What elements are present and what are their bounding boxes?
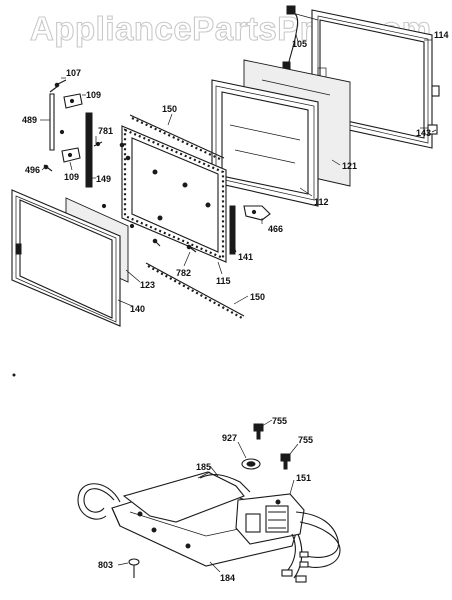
- callout-150-bottom: 150: [250, 292, 265, 302]
- part-149-rod: [85, 112, 93, 188]
- stray-dot: [12, 373, 16, 377]
- part-755-screw-left: [253, 419, 273, 440]
- callout-496: 496: [25, 165, 40, 175]
- leader-lines-upper: [40, 33, 437, 307]
- callout-150-top: 150: [162, 104, 177, 114]
- part-140-outer-door: [11, 189, 121, 327]
- callout-755-left: 755: [272, 416, 287, 426]
- callout-121: 121: [342, 161, 357, 171]
- part-115-door-frame: [119, 125, 227, 263]
- part-107-screw: [54, 79, 67, 88]
- part-109-lower-bracket: [61, 147, 81, 163]
- part-927-grommet: [237, 441, 261, 470]
- part-150-gasket-top: [129, 114, 225, 161]
- part-151-switch-assembly: [235, 493, 341, 583]
- callout-782: 782: [176, 268, 191, 278]
- callout-185: 185: [196, 462, 211, 472]
- callout-109-lower: 109: [64, 172, 79, 182]
- part-466-bracket: [243, 205, 271, 221]
- callout-115: 115: [216, 276, 231, 286]
- part-109-upper-bracket: [63, 93, 83, 109]
- leader-lines-lower: [209, 465, 295, 573]
- callout-107: 107: [66, 68, 81, 78]
- callout-114: 114: [434, 30, 449, 40]
- callout-105: 105: [292, 39, 307, 49]
- callout-143: 143: [416, 128, 431, 138]
- callout-151: 151: [296, 473, 311, 483]
- callout-149: 149: [96, 174, 111, 184]
- part-143-clip: [420, 85, 440, 135]
- part-755-screw-right: [280, 443, 299, 470]
- callout-141: 141: [238, 252, 253, 262]
- callout-466: 466: [268, 224, 283, 234]
- callout-109-upper: 109: [86, 90, 101, 100]
- part-496-screw: [43, 164, 53, 172]
- part-150-gasket-bottom: [145, 262, 245, 319]
- part-782-screw: [152, 238, 197, 253]
- callout-803: 803: [98, 560, 113, 570]
- callout-755-right: 755: [298, 435, 313, 445]
- part-489-hinge-arm: [49, 85, 65, 151]
- part-112-door-liner: [211, 79, 319, 207]
- part-781-screw: [93, 141, 103, 147]
- callout-140: 140: [130, 304, 145, 314]
- callout-927: 927: [222, 433, 237, 443]
- callout-123: 123: [140, 280, 155, 290]
- part-185-latch-lever: [122, 471, 251, 523]
- callout-184: 184: [220, 573, 235, 583]
- callout-489: 489: [22, 115, 37, 125]
- part-803-screw: [117, 558, 140, 578]
- part-141-strip: [229, 205, 236, 255]
- callout-112: 112: [314, 197, 329, 207]
- callout-781: 781: [98, 126, 113, 136]
